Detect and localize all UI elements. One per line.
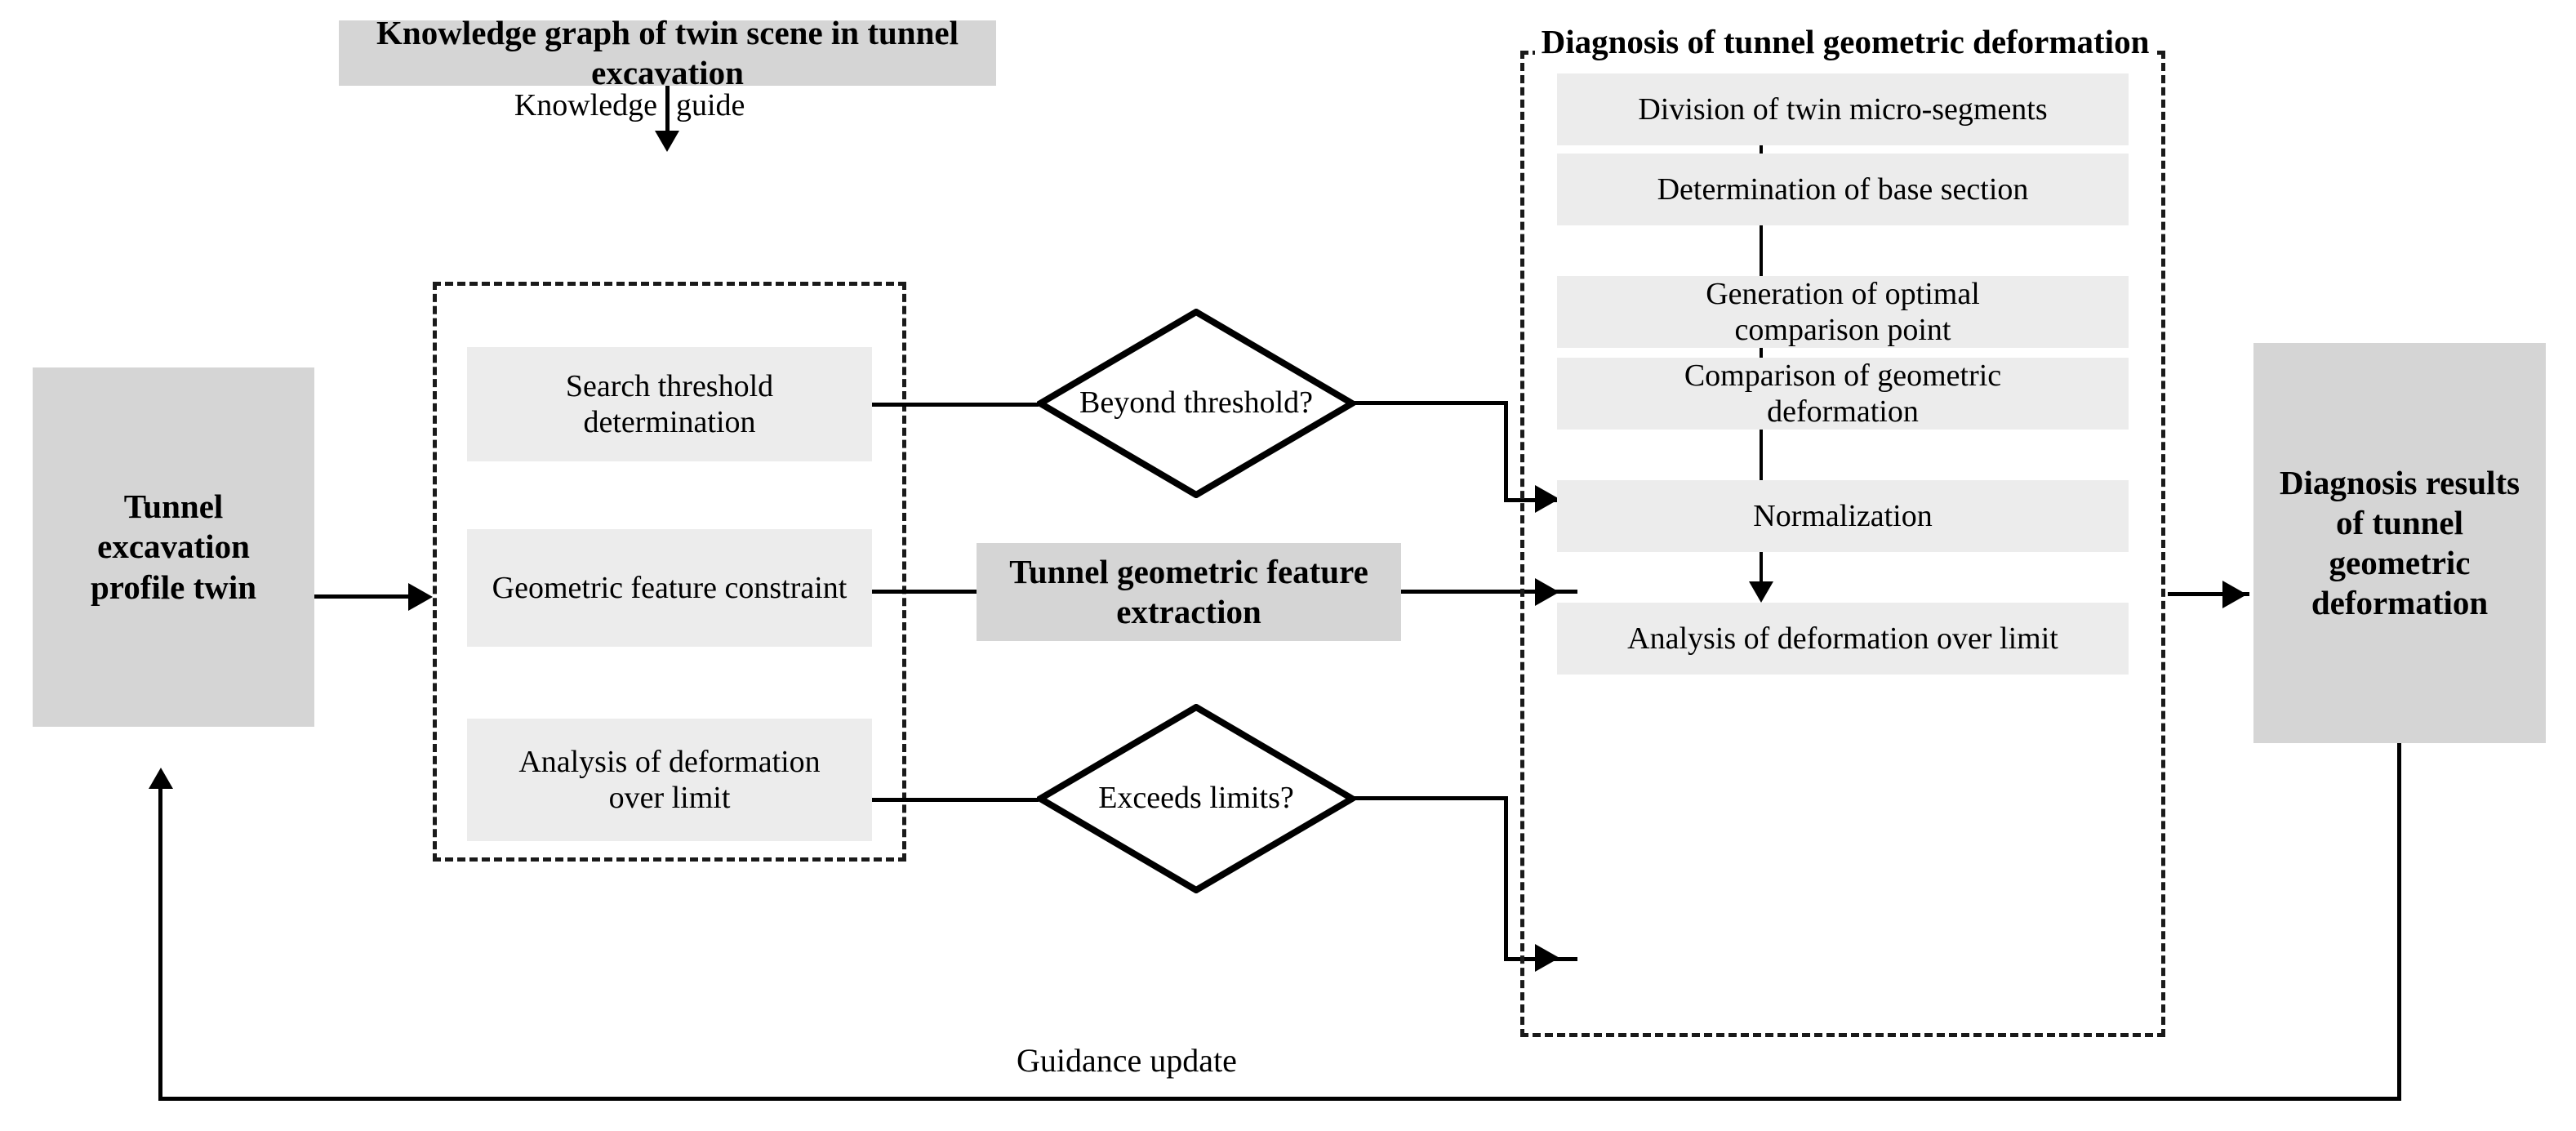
guidance-update-label-text: Guidance update (1017, 1042, 1237, 1079)
input-block-label: Tunnel excavation profile twin (90, 488, 257, 606)
diagnosis-step-division-label: Division of twin micro-segments (1638, 91, 2048, 127)
diagnosis-to-output-line (2168, 592, 2249, 596)
diagnosis-to-output-arrowhead (2222, 581, 2247, 608)
output-block-diagnosis-results: Diagnosis results of tunnel geometric de… (2253, 343, 2546, 743)
diagnosis-step-determination-of-base-section: Determination of base section (1557, 154, 2129, 225)
knowledge-edge-label: Knowledge (441, 87, 657, 125)
step-analysis-of-deformation-over-limit-left: Analysis of deformation over limit (467, 719, 872, 841)
diamond1-out-arrowhead (1535, 485, 1559, 513)
diamond2-out-segment-v (1504, 796, 1508, 961)
diamond1-out-segment-h1 (1351, 401, 1508, 405)
diagnosis-connector-2 (1760, 225, 1763, 276)
guide-edge-label-text: guide (676, 88, 745, 123)
diagnosis-connector-4 (1760, 430, 1763, 480)
knowledge-guide-connector-line (665, 86, 670, 133)
diagnosis-step-optimal-point-label: Generation of optimal comparison point (1706, 276, 1980, 347)
diagnosis-step-comparison-label: Comparison of geometric deformation (1684, 358, 2002, 429)
extraction-to-diagnosis-arrowhead (1535, 578, 1559, 606)
diagnosis-step-analysis-of-deformation-over-limit: Analysis of deformation over limit (1557, 603, 2129, 675)
decision-exceeds-limits: Exceeds limits? (1037, 704, 1355, 893)
guide-edge-label: guide (676, 87, 848, 125)
feedback-right-vertical (2397, 743, 2401, 1101)
feedback-left-vertical (158, 788, 162, 1098)
feedback-arrowhead (149, 768, 173, 789)
step-search-threshold-determination: Search threshold determination (467, 347, 872, 461)
decision-exceeds-limits-shape (1037, 704, 1355, 893)
input-to-left-group-arrowhead (408, 583, 433, 611)
geometric-constraint-to-extraction-line (872, 590, 980, 594)
step-analysis-of-deformation-over-limit-left-label: Analysis of deformation over limit (518, 744, 821, 815)
diagnosis-step-base-section-label: Determination of base section (1657, 171, 2029, 207)
tunnel-geometric-feature-extraction-label: Tunnel geometric feature extraction (1009, 552, 1368, 630)
tunnel-geometric-feature-extraction-block: Tunnel geometric feature extraction (977, 543, 1401, 641)
input-block-tunnel-excavation-profile-twin: Tunnel excavation profile twin (33, 367, 314, 727)
output-block-label: Diagnosis results of tunnel geometric de… (2279, 463, 2520, 622)
search-threshold-to-diamond1-line (872, 403, 1039, 407)
decision-beyond-threshold-label: Beyond threshold? (1079, 385, 1313, 421)
diagnosis-group-title-text: Diagnosis of tunnel geometric deformatio… (1541, 23, 2150, 61)
knowledge-graph-label: Knowledge graph of twin scene in tunnel … (376, 13, 959, 91)
diagnosis-step-generation-of-optimal-comparison-point: Generation of optimal comparison point (1557, 276, 2129, 348)
diagnosis-connector-5 (1760, 552, 1763, 586)
analysis-left-to-diamond2-line (872, 798, 1039, 802)
input-to-left-group-line (314, 594, 411, 599)
extraction-to-diagnosis-line (1401, 590, 1577, 594)
decision-beyond-threshold-shape (1037, 309, 1355, 498)
feedback-bottom-horizontal (158, 1097, 2401, 1101)
decision-beyond-threshold: Beyond threshold? (1037, 309, 1355, 498)
diamond2-out-arrowhead (1535, 944, 1559, 972)
diagnosis-step-comparison-of-geometric-deformation: Comparison of geometric deformation (1557, 358, 2129, 430)
left-process-group (433, 282, 906, 862)
decision-exceeds-limits-label: Exceeds limits? (1098, 781, 1294, 816)
knowledge-edge-label-text: Knowledge (514, 88, 657, 123)
knowledge-guide-arrowhead (655, 131, 679, 152)
step-search-threshold-determination-label: Search threshold determination (565, 368, 774, 439)
diagnosis-step-division-of-twin-micro-segments: Division of twin micro-segments (1557, 73, 2129, 145)
diamond2-out-segment-h1 (1351, 796, 1508, 800)
knowledge-graph-block: Knowledge graph of twin scene in tunnel … (339, 14, 996, 91)
diagnosis-group-title: Diagnosis of tunnel geometric deformatio… (1535, 3, 2156, 82)
diagnosis-connector-5-arrowhead (1749, 581, 1773, 603)
step-geometric-feature-constraint: Geometric feature constraint (467, 529, 872, 647)
diagnosis-step-analysis-label: Analysis of deformation over limit (1627, 621, 2058, 656)
guidance-update-label: Guidance update (898, 1037, 1355, 1084)
step-geometric-feature-constraint-label: Geometric feature constraint (492, 570, 848, 605)
diamond1-out-segment-v (1504, 401, 1508, 502)
diagnosis-step-normalization-label: Normalization (1753, 498, 1933, 533)
diagnosis-step-normalization: Normalization (1557, 480, 2129, 552)
